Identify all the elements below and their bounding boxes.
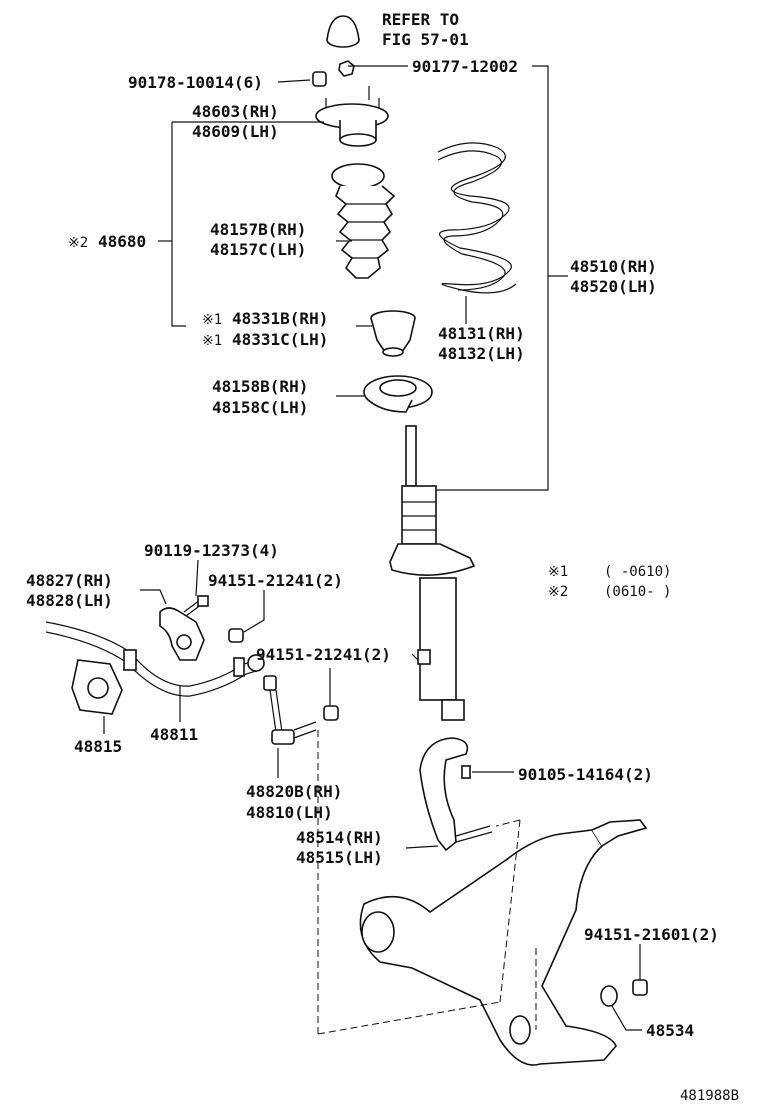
- stabilizer-link-icon: [263, 675, 317, 745]
- label-48158b-rh: 48158B(RH): [212, 377, 308, 396]
- dashed-assembly-lines: [317, 730, 537, 1035]
- spring-seat-icon: [363, 375, 433, 413]
- note-1-mark: ※1: [548, 564, 568, 580]
- label-48680: 48680: [98, 232, 146, 251]
- refer-note-line2: FIG 57-01: [382, 30, 469, 49]
- label-48331b-rh: 48331B(RH): [232, 309, 328, 328]
- label-48820b-rh: 48820B(RH): [246, 782, 342, 801]
- label-48810-lh: 48810(LH): [246, 803, 333, 822]
- label-48603-rh: 48603(RH): [192, 102, 279, 121]
- bushing-bracket-icon: [159, 607, 205, 661]
- bound-stopper-icon: [370, 310, 416, 357]
- label-48331c-mark: ※1: [202, 333, 222, 349]
- knuckle-arm-icon: [419, 737, 493, 852]
- label-48514-rh: 48514(RH): [296, 828, 383, 847]
- label-48331c-lh: 48331C(LH): [232, 330, 328, 349]
- label-48132-lh: 48132(LH): [438, 344, 525, 363]
- label-48331b-mark: ※1: [202, 312, 222, 328]
- note-2-range: (0610- ): [604, 584, 671, 600]
- nut-94151-lower-icon: [323, 705, 339, 721]
- label-48827-rh: 48827(RH): [26, 571, 113, 590]
- label-48520-lh: 48520(LH): [570, 277, 657, 296]
- label-48157b-rh: 48157B(RH): [210, 220, 306, 239]
- stabilizer-bushing-icon: [71, 659, 123, 715]
- coil-spring-icon: [437, 142, 517, 294]
- label-48510-rh: 48510(RH): [570, 257, 657, 276]
- stabilizer-bar-icon: [45, 621, 265, 697]
- label-48811: 48811: [150, 725, 198, 744]
- nut-90177-icon: [338, 60, 355, 77]
- refer-note-line1: REFER TO: [382, 10, 459, 29]
- label-48157c-lh: 48157C(LH): [210, 240, 306, 259]
- note-2-mark: ※2: [548, 584, 568, 600]
- bumper-boot-icon: [331, 163, 396, 279]
- label-90177: 90177-12002: [412, 57, 518, 76]
- label-90119: 90119-12373(4): [144, 541, 279, 560]
- nut-90178-icon: [312, 71, 327, 87]
- label-48515-lh: 48515(LH): [296, 848, 383, 867]
- label-48828-lh: 48828(LH): [26, 591, 113, 610]
- figure-code: 481988B: [680, 1088, 739, 1104]
- label-90178: 90178-10014(6): [128, 73, 263, 92]
- label-48534: 48534: [646, 1021, 694, 1040]
- label-94151-upper: 94151-21241(2): [208, 571, 343, 590]
- label-48131-rh: 48131(RH): [438, 324, 525, 343]
- upper-support-icon: [315, 86, 389, 147]
- label-94151-21601: 94151-21601(2): [584, 925, 719, 944]
- label-48680-mark: ※2: [68, 235, 88, 251]
- label-48609-lh: 48609(LH): [192, 122, 279, 141]
- label-94151-lower: 94151-21241(2): [256, 645, 391, 664]
- nut-94151-21601-icon: [632, 979, 648, 996]
- label-48158c-lh: 48158C(LH): [212, 398, 308, 417]
- note-1-range: ( -0610): [604, 564, 671, 580]
- label-48815: 48815: [74, 737, 122, 756]
- cam-washer-icon: [600, 985, 618, 1007]
- lower-arm-icon: [359, 819, 648, 1066]
- label-90105: 90105-14164(2): [518, 765, 653, 784]
- bolt-90119-icon: [183, 595, 209, 617]
- leader-lines: [103, 65, 642, 1031]
- dust-cap-icon: [326, 15, 360, 48]
- nut-94151-upper-icon: [228, 628, 244, 643]
- shock-absorber-icon: [389, 425, 476, 721]
